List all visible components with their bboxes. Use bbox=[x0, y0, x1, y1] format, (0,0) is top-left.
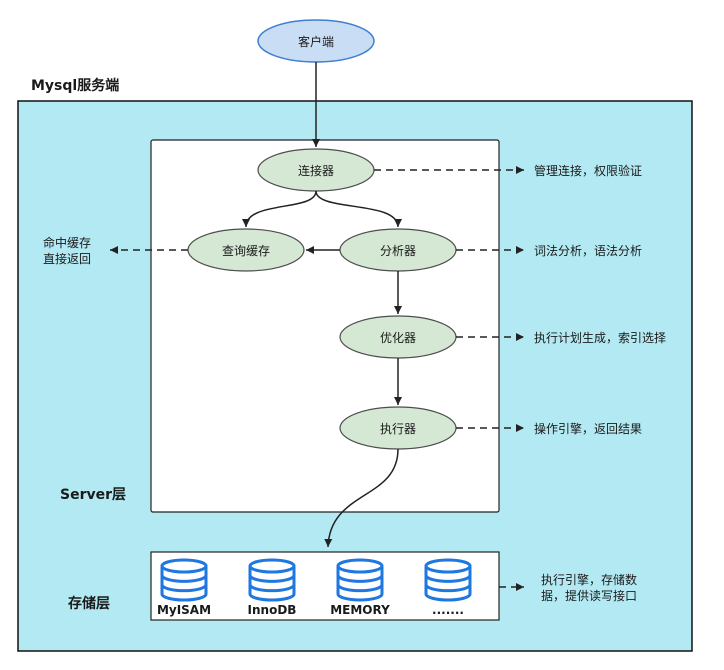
server-title: Mysql服务端 bbox=[31, 78, 120, 94]
executor-label: 执行器 bbox=[379, 421, 416, 436]
analyzer-label: 分析器 bbox=[379, 243, 416, 258]
optimizer-note: 执行计划生成，索引选择 bbox=[534, 331, 667, 345]
client-label: 客户端 bbox=[297, 34, 334, 49]
engine-label-myisam: MyISAM bbox=[156, 603, 212, 617]
executor-note: 操作引擎，返回结果 bbox=[534, 422, 643, 436]
server-layer-label: Server层 bbox=[60, 487, 127, 503]
cache-note-line1: 命中缓存 bbox=[43, 236, 92, 250]
arrow-executor-storage bbox=[324, 448, 399, 548]
arrow-connector-analyzer bbox=[315, 190, 402, 228]
cache-label: 查询缓存 bbox=[221, 243, 270, 258]
connector-label: 连接器 bbox=[297, 163, 334, 178]
storage-note-line1: 执行引擎，存储数 bbox=[541, 573, 638, 587]
database-icon bbox=[160, 558, 208, 602]
optimizer-label: 优化器 bbox=[379, 330, 416, 345]
storage-layer-label: 存储层 bbox=[68, 596, 110, 612]
storage-note-line2: 据，提供读写接口 bbox=[541, 589, 638, 603]
storage-layer-box bbox=[150, 551, 500, 621]
database-icon bbox=[248, 558, 296, 602]
arrow-connector-cache bbox=[242, 190, 317, 228]
database-icon bbox=[424, 558, 472, 602]
engine-label-memory: MEMORY bbox=[330, 603, 390, 617]
engine-label-more: ....... bbox=[432, 603, 464, 617]
analyzer-note: 词法分析，语法分析 bbox=[534, 244, 643, 258]
database-icon bbox=[336, 558, 384, 602]
connector-note: 管理连接，权限验证 bbox=[534, 164, 643, 178]
cache-note-line2: 直接返回 bbox=[43, 252, 92, 266]
engine-label-innodb: InnoDB bbox=[247, 603, 297, 617]
